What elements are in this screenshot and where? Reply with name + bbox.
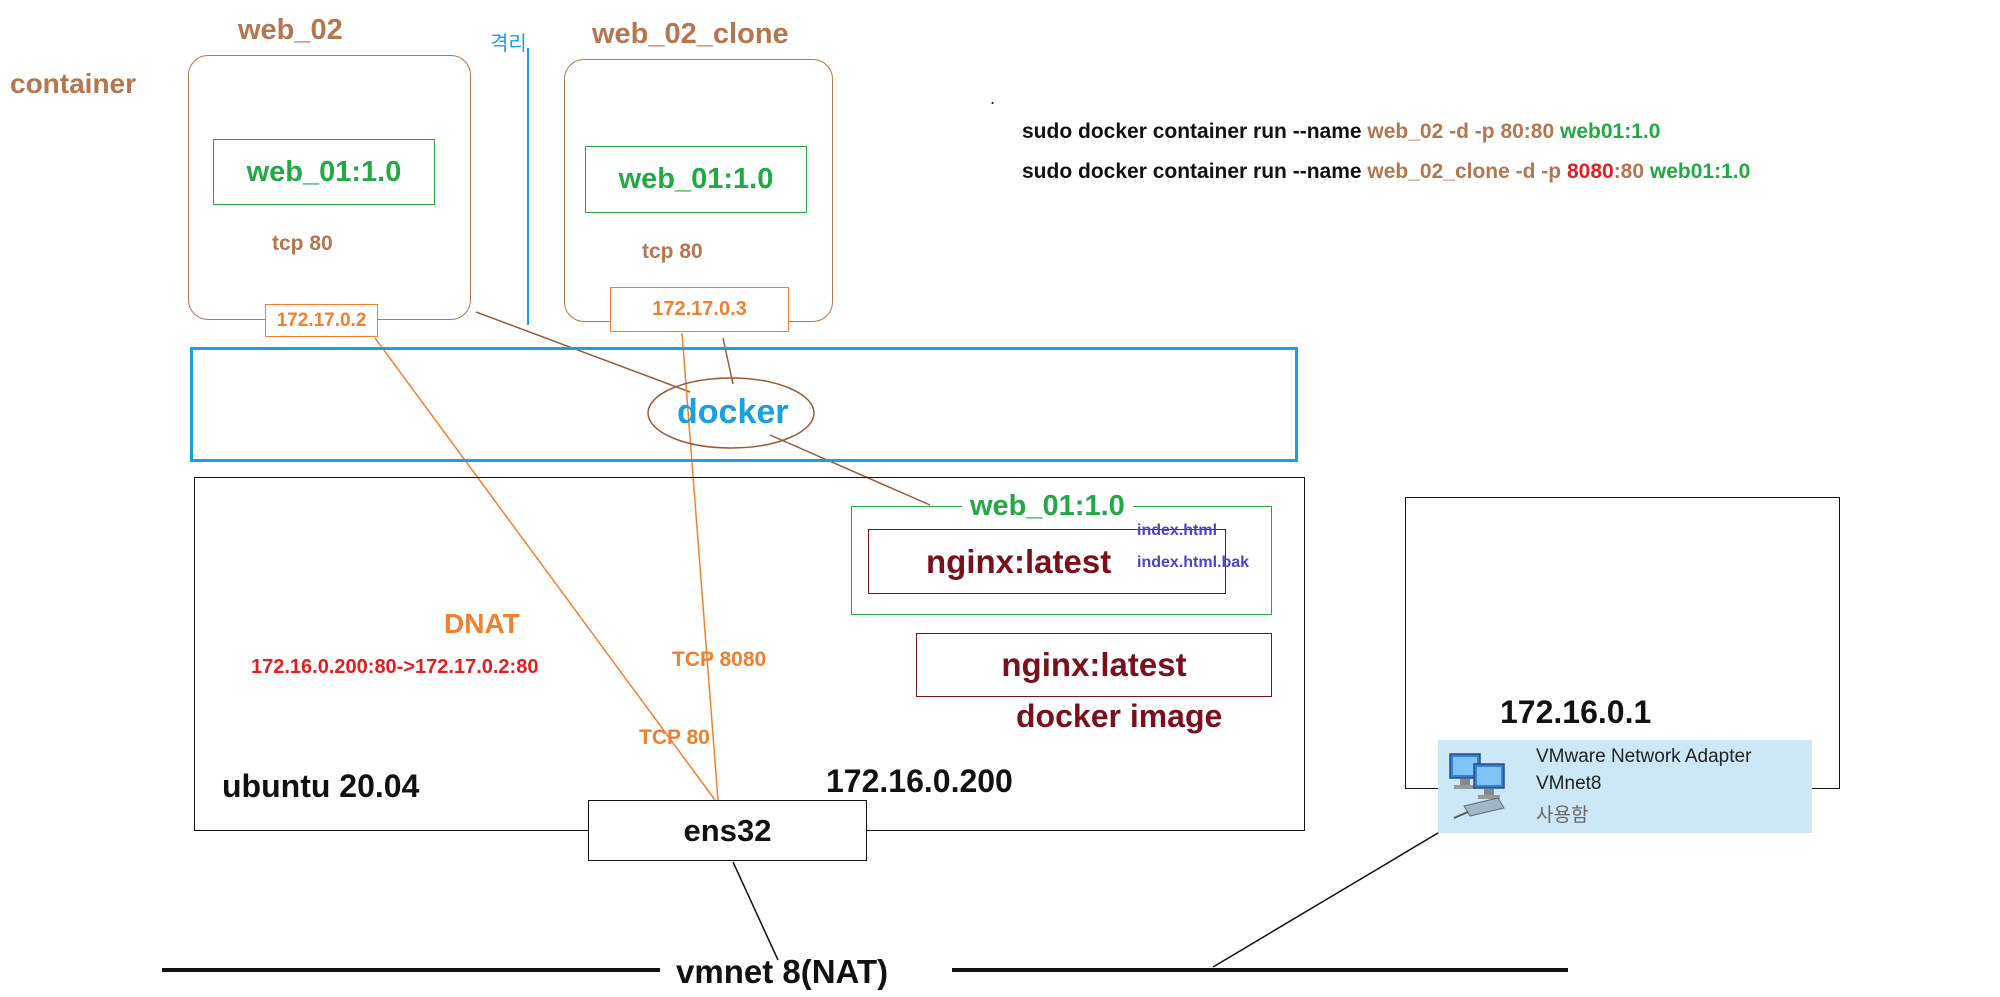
tcp80-host-label: TCP 80 [639, 726, 710, 749]
adapter-status: 사용함 [1536, 805, 1589, 826]
web02clone-docker-link [722, 337, 734, 385]
web02-docker-link [475, 311, 691, 393]
cmd2-base: sudo docker container run --name [1022, 160, 1368, 183]
ens32-ip-a-link [374, 337, 716, 801]
cmd2-name: web_02_clone [1367, 160, 1510, 183]
vmnet8-adapter-tile[interactable]: VMware Network Adapter VMnet8 사용함 [1438, 740, 1812, 833]
cmd2-image: web01:1.0 [1649, 160, 1751, 183]
command-line-2: sudo docker container run --name web_02_… [1022, 160, 1750, 184]
adapter-name: VMware Network Adapter [1536, 746, 1752, 767]
dnat-label: DNAT [444, 608, 520, 639]
ubuntu-label: ubuntu 20.04 [222, 768, 420, 804]
docker-image-link [769, 434, 931, 506]
tcp8080-label: TCP 8080 [672, 648, 767, 671]
ip-web02: 172.17.0.2 [265, 304, 378, 337]
docker-image-label: docker image [1016, 698, 1223, 734]
network-adapter-icon [1446, 746, 1518, 826]
isolation-label: 격리 [490, 33, 527, 55]
docker-label: docker [677, 393, 789, 431]
web02-title: web_02 [238, 14, 343, 46]
index-html-file: index.html [1137, 522, 1218, 539]
cmd1-name: web_02 [1367, 120, 1444, 143]
cmd1-base: sudo docker container run --name [1022, 120, 1368, 143]
web02clone-image-label: web_01:1.0 [585, 146, 807, 213]
vmnet-adapter-link [1212, 807, 1481, 968]
cmd2-opts: -d -p [1509, 160, 1567, 183]
index-html-bak-file: index.html.bak [1137, 554, 1250, 571]
cmd1-opts: -d -p 80:80 [1443, 120, 1560, 143]
adapter-network: VMnet8 [1536, 773, 1602, 794]
container-label: container [10, 68, 137, 99]
web01-image-title: web_01:1.0 [962, 490, 1133, 523]
vmnet-label: vmnet 8(NAT) [676, 953, 889, 990]
web02-image-label: web_01:1.0 [213, 139, 435, 205]
docker-engine-box [190, 347, 1298, 462]
nginx-base-layer: nginx:latest [868, 529, 1226, 594]
web02-port-label: tcp 80 [272, 232, 333, 255]
cmd1-image: web01:1.0 [1560, 120, 1661, 143]
ens32-ip-b-link [681, 332, 719, 801]
web02clone-port-label: tcp 80 [642, 240, 703, 263]
nginx-image-box: nginx:latest [916, 633, 1272, 697]
cmd2-host-port: 8080 [1566, 160, 1614, 183]
host-ip-label: 172.16.0.200 [826, 763, 1013, 799]
command-line-1: sudo docker container run --name web_02 … [1022, 120, 1660, 144]
dnat-rule-text: 172.16.0.200:80->172.17.0.2:80 [251, 656, 539, 678]
cmd2-container-port: :80 [1613, 160, 1650, 183]
ens32-vmnet-link [732, 861, 779, 961]
stray-dot: . [990, 88, 996, 108]
web02clone-title: web_02_clone [592, 18, 789, 50]
docker-ellipse [647, 377, 815, 449]
gateway-ip-label: 172.16.0.1 [1500, 694, 1652, 730]
ip-web02clone: 172.17.0.3 [610, 287, 789, 332]
ens32-interface: ens32 [588, 800, 867, 861]
